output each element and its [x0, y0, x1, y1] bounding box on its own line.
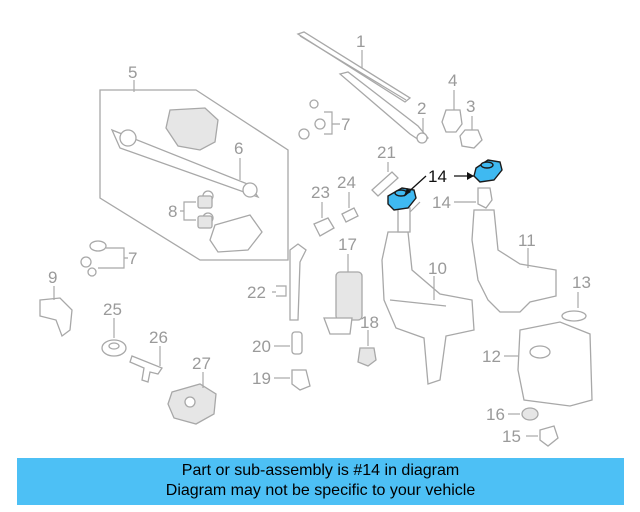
washer-hose-part	[289, 243, 307, 321]
hose-connector-part	[291, 331, 303, 355]
label-17: 16	[486, 405, 505, 424]
check-valve-part	[313, 217, 335, 237]
leader-8	[180, 201, 196, 221]
connector-part	[291, 369, 311, 391]
label-25: 25	[103, 300, 122, 319]
leader-7b	[98, 247, 128, 269]
label-22-upper: 21	[377, 143, 396, 162]
banner-line-2: Diagram may not be specific to your vehi…	[165, 482, 476, 499]
arrow-14b	[467, 172, 474, 180]
banner-line-1: Part or sub-assembly is #14 in diagram	[181, 462, 460, 479]
label-22-lower: 22	[247, 283, 266, 302]
leader-7a	[324, 111, 340, 135]
label-12: 12	[482, 347, 501, 366]
label-1: 1	[356, 32, 365, 51]
label-24: 24	[337, 173, 356, 192]
reservoir-tank-part	[517, 321, 593, 407]
clip-part	[539, 425, 559, 447]
label-19: 18	[360, 313, 379, 332]
label-7-upper: 7	[341, 115, 350, 134]
label-20: 19	[252, 369, 271, 388]
leader-15	[409, 201, 476, 213]
label-2: 2	[417, 99, 426, 118]
label-6: 6	[234, 139, 243, 158]
label-8: 8	[168, 202, 177, 221]
nozzle-part	[341, 207, 359, 223]
leader-22-lower	[272, 285, 287, 297]
info-banner: Part or sub-assembly is #14 in diagram D…	[17, 458, 624, 505]
label-18: 17	[338, 235, 357, 254]
motor-mount-part	[167, 383, 217, 425]
label-14: 14	[428, 167, 447, 186]
washer-reservoir-part	[381, 207, 475, 385]
label-16: 15	[502, 427, 521, 446]
label-9: 9	[48, 268, 57, 287]
filter-part	[477, 187, 493, 209]
label-4: 4	[448, 71, 457, 90]
label-7-lower: 7	[128, 249, 137, 268]
washer-pump-highlighted-upper[interactable]	[473, 159, 503, 183]
parts-diagram: 1 2 3 4 5 6 7 7	[39, 31, 593, 447]
label-21: 20	[252, 337, 271, 356]
label-5: 5	[128, 63, 137, 82]
wiper-linkage-assembly	[99, 89, 289, 261]
nozzle-hose-part	[371, 171, 399, 197]
arrow-14a	[404, 188, 411, 196]
washer-pump-highlighted-lower[interactable]	[387, 187, 417, 211]
cap-part	[101, 339, 127, 357]
pivot-cap-part	[441, 109, 463, 133]
pump-grommet-part	[357, 347, 377, 367]
label-11: 11	[518, 231, 536, 250]
reservoir-upper-part	[471, 209, 557, 313]
grommet-part	[197, 195, 213, 229]
label-23: 23	[311, 183, 330, 202]
wiper-arm-part	[338, 71, 429, 144]
wiper-blade-part	[296, 31, 412, 103]
label-26: 26	[149, 328, 168, 347]
label-3: 3	[466, 97, 475, 116]
bracket-part	[39, 297, 73, 338]
washer-pump-part	[323, 271, 363, 335]
pivot-nut-part	[459, 129, 483, 149]
label-13: 13	[572, 273, 591, 292]
link-rod-part	[129, 355, 163, 383]
bolt-lower-part	[80, 240, 107, 277]
grommet-small-part	[521, 407, 539, 421]
seal-ring-part	[561, 310, 587, 322]
bolt-upper-part	[298, 99, 326, 140]
label-10: 10	[428, 259, 447, 278]
label-27: 27	[192, 354, 211, 373]
label-15: 14	[432, 193, 451, 212]
